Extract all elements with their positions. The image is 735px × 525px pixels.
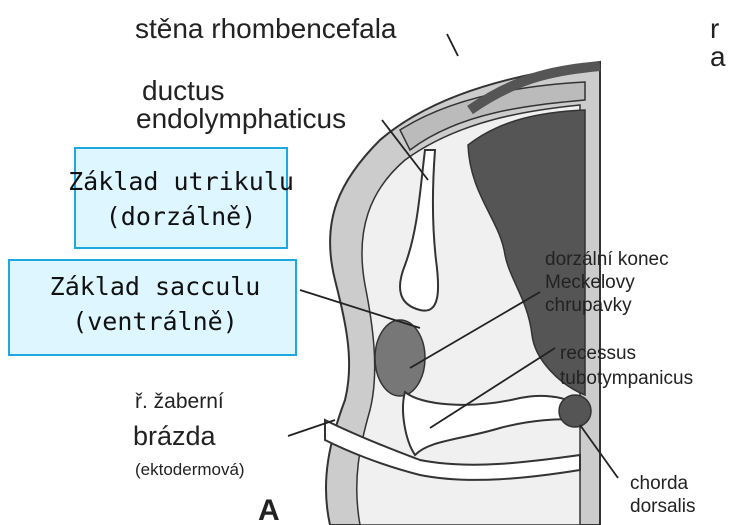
label-utrikulu-line2: (dorzálně): [106, 202, 257, 231]
leader-stena: [447, 34, 458, 56]
label-meckel-line1: dorzální konec: [545, 249, 669, 270]
panel-letter: A: [258, 494, 280, 525]
label-zabert-line1: ř. žaberní: [135, 390, 224, 413]
cut-text-top: r: [710, 13, 719, 44]
label-sacculu-line1: Základ sacculu: [50, 272, 261, 301]
label-sacculu-line2: (ventrálně): [72, 307, 238, 336]
label-meckel-line2: Meckelovy: [545, 272, 635, 293]
label-chorda-line1: chorda: [630, 473, 689, 494]
label-recessus-line2: tubotympanicus: [560, 368, 693, 389]
label-recessus-line1: recessus: [560, 343, 636, 364]
label-utrikulu-line1: Základ utrikulu: [68, 167, 294, 196]
label-zabert-line2: brázda: [133, 421, 217, 451]
saccule-blob: [375, 320, 425, 396]
box-utrikulu: [75, 148, 287, 248]
chorda-dorsalis: [559, 395, 591, 427]
label-zabert-line3: (ektodermová): [135, 460, 245, 479]
label-ductus-line1: ductus: [142, 75, 225, 106]
label-stena-rhombencefala: stěna rhombencefala: [135, 13, 397, 44]
label-meckel-line3: chrupavky: [545, 295, 632, 316]
tissue-section: [325, 62, 600, 525]
cut-text-bottom: a: [710, 41, 726, 72]
label-chorda-line2: dorsalis: [630, 496, 695, 517]
label-ductus-line2: endolymphaticus: [136, 103, 346, 134]
